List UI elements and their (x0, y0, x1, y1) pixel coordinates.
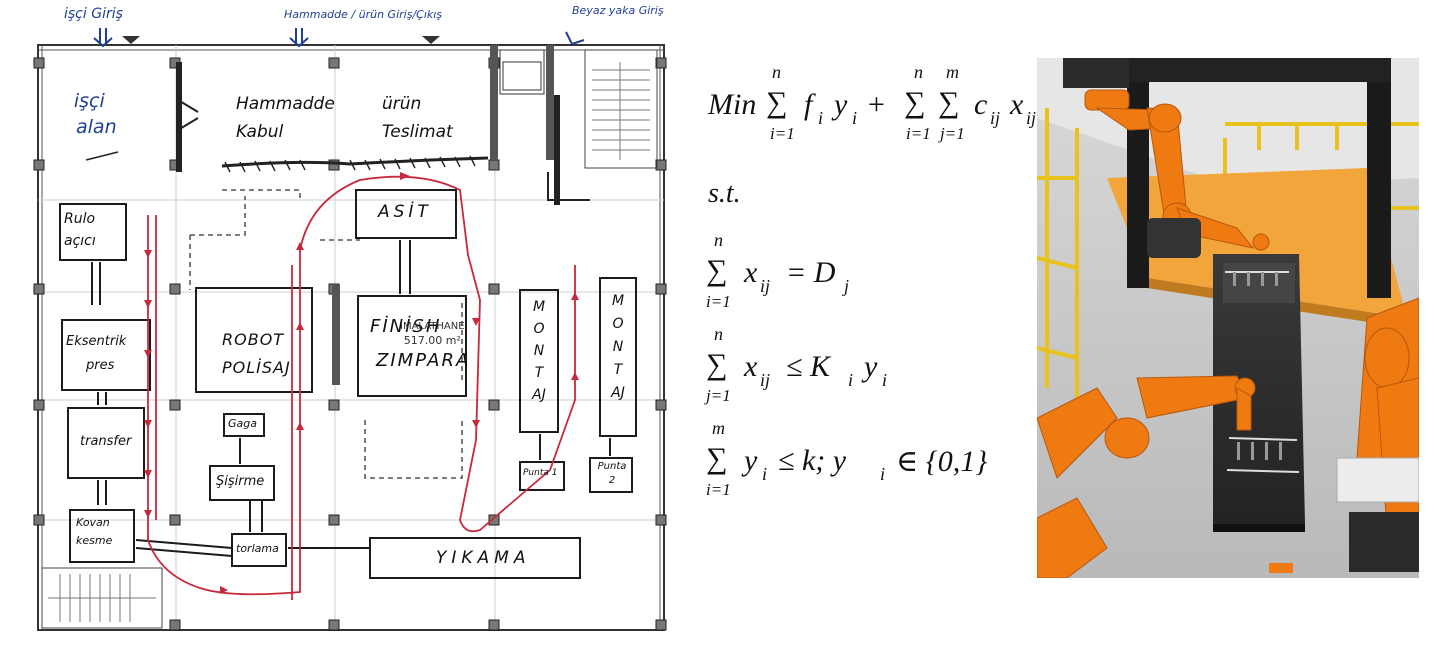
obj-term1: f (804, 88, 813, 121)
raw-material-line1: Hammadde (236, 94, 335, 114)
imalathane-line2: 517.00 m² (403, 334, 461, 347)
obj-term1-y-sub: i (852, 108, 858, 128)
sum3-lower: j=1 (940, 124, 965, 143)
sum2-upper: n (914, 62, 923, 82)
sum1-lower: i=1 (770, 124, 795, 143)
sum2-lower: i=1 (906, 124, 931, 143)
c1-sum: ∑ (706, 254, 728, 287)
robot-line1: ROBOT (222, 330, 285, 349)
robot-label: ROBOT POLİSAJ (222, 326, 291, 382)
imalathane-line1: İMALATHANE (400, 321, 465, 332)
objective-function: Min n ∑ i=1 f i y i + n ∑ i=1 m ∑ j=1 c … (708, 62, 1038, 143)
worker-area-line2: alan (76, 116, 117, 138)
delivery-line1: ürün (382, 94, 422, 114)
rulo-line2: açıcı (64, 233, 96, 249)
c1-rhs: = D (786, 256, 836, 289)
c3-y: y (744, 444, 758, 477)
obj-term2-x-sub: ij (1026, 108, 1037, 128)
worker-area-line1: işçi (73, 90, 105, 112)
gaga-label: Gaga (228, 417, 257, 430)
c2-rhs-sub: i (848, 370, 854, 390)
obj-term2: c (974, 88, 988, 121)
sum3-upper: m (946, 62, 959, 82)
c2-x-sub: ij (760, 370, 771, 390)
punta2-label: Punta 2 (594, 460, 630, 488)
raw-material-label: Hammadde Kabul (236, 90, 335, 146)
c2-x: x (744, 350, 758, 383)
plus-sign: + (868, 88, 885, 121)
c2-y-sub: i (882, 370, 888, 390)
sum1-sign: ∑ (766, 86, 788, 119)
c2-upper: n (714, 324, 723, 344)
c2-y: y (864, 350, 878, 383)
punta2-line2: 2 (608, 475, 616, 486)
c2-lower: j=1 (706, 386, 731, 405)
finish-line2: ZIMPARA (376, 350, 471, 371)
subject-to: s.t. (708, 178, 741, 209)
finish-label: FİNİSH ZIMPARA (370, 310, 470, 378)
c2-sum: ∑ (706, 348, 728, 381)
kovan-line1: Kovan (76, 516, 110, 529)
sum3-sign: ∑ (938, 86, 960, 119)
c3-upper: m (712, 418, 725, 438)
montaj1-label: MONTAJ (532, 299, 546, 403)
rulo-line1: Rulo (64, 211, 96, 227)
constraint-2: n ∑ j=1 x ij ≤ K i y i (704, 324, 1004, 405)
c3-set: ∈ {0,1} (896, 445, 988, 478)
material-entry-label: Hammadde / ürün Giriş/Çıkış (284, 8, 443, 21)
obj-term1-sub: i (818, 108, 824, 128)
eksentrik-line1: Eksentrik (66, 334, 127, 349)
constraint-3: m ∑ i=1 y i ≤ k; y i ∈ {0,1} (704, 418, 1034, 499)
c1-rhs-sub: j (844, 276, 850, 296)
c3-lower: i=1 (706, 480, 731, 499)
robot-line2: POLİSAJ (222, 358, 291, 377)
floor-plan: işçi Giriş Hammadde / ürün Giriş/Çıkış B… (0, 0, 700, 645)
finish-line1: FİNİSH (370, 316, 442, 337)
obj-term2-sub: ij (990, 108, 1001, 128)
rulo-label: Rulo açıcı (64, 208, 96, 252)
c1-x: x (744, 256, 758, 289)
c3-rhs: ≤ k; y (778, 444, 847, 477)
sisirme-label: Şişirme (216, 474, 265, 489)
obj-term1-y: y (834, 88, 848, 121)
min-label: Min (708, 88, 757, 121)
transfer-label: transfer (80, 434, 132, 449)
montaj2-label: MONTAJ (611, 293, 625, 401)
constraint-1: n ∑ i=1 x ij = D j (704, 230, 1004, 311)
c1-lower: i=1 (706, 292, 731, 311)
sum2-sign: ∑ (904, 86, 926, 119)
worker-entry-label: işçi Giriş (64, 6, 123, 22)
delivery-line2: Teslimat (382, 122, 453, 142)
punta2-line1: Punta (597, 461, 627, 472)
c1-x-sub: ij (760, 276, 771, 296)
yikama-label: YIKAMA (436, 548, 531, 568)
delivery-label: ürün Teslimat (382, 90, 453, 146)
kovan-label: Kovan kesme (76, 514, 112, 550)
obj-term2-x: x (1010, 88, 1024, 121)
c2-rhs: ≤ K (786, 350, 830, 383)
robot-cell-image (1037, 58, 1419, 578)
imalathane-label: İMALATHANE 517.00 m² (400, 320, 465, 348)
whitecollar-entry-label: Beyaz yaka Giriş (572, 4, 664, 17)
kovan-line2: kesme (76, 534, 113, 547)
eksentrik-line2: pres (86, 358, 115, 373)
punta1-label: Punta 1 (523, 468, 558, 478)
worker-area-label: işçi alan (62, 88, 117, 140)
math-model: Min n ∑ i=1 f i y i + n ∑ i=1 m ∑ j=1 c … (700, 40, 1038, 520)
robot-cell-drawing (1037, 58, 1419, 578)
torlama-label: torlama (236, 542, 279, 555)
floor-plan-drawing (33, 28, 667, 631)
c3-sum: ∑ (706, 442, 728, 475)
sum1-upper: n (772, 62, 781, 82)
c3-y2-sub: i (880, 464, 886, 484)
c1-upper: n (714, 230, 723, 250)
asit-label: ASİT (378, 202, 432, 222)
c3-y-sub: i (762, 464, 768, 484)
eksentrik-label: Eksentrik pres (66, 330, 126, 378)
raw-material-line2: Kabul (236, 122, 284, 142)
